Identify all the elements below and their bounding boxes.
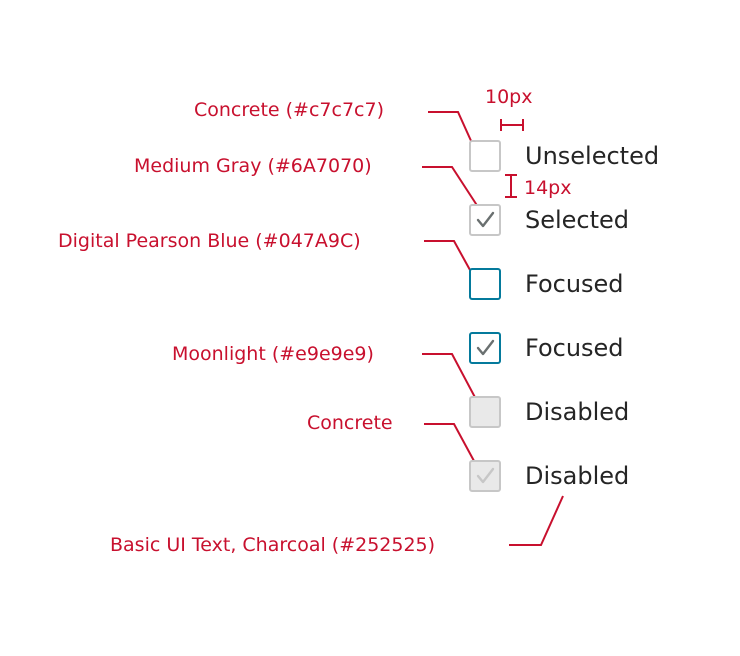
checkbox-label-focused-selected: Focused (525, 334, 624, 362)
annotation-concrete-hex: Concrete (#c7c7c7) (194, 99, 384, 121)
annotation-pearson-blue: Digital Pearson Blue (#047A9C) (58, 230, 361, 252)
checkbox-label-selected: Selected (525, 206, 630, 234)
checkbox-selected[interactable] (469, 204, 501, 236)
checkbox-label-unselected: Unselected (525, 142, 660, 170)
checkbox-disabled-selected (469, 460, 501, 492)
checkmark-icon (476, 211, 495, 228)
checkbox-label-disabled: Disabled (525, 398, 630, 426)
checkbox-label-focused: Focused (525, 270, 624, 298)
checkmark-icon (476, 467, 495, 484)
checkmark-icon (476, 339, 495, 356)
annotation-moonlight: Moonlight (#e9e9e9) (172, 343, 374, 365)
annotation-concrete: Concrete (307, 412, 393, 434)
checkbox-unselected[interactable] (469, 140, 501, 172)
checkbox-focused-selected[interactable] (469, 332, 501, 364)
vertical-spacing-label: 14px (524, 177, 572, 199)
annotation-charcoal: Basic UI Text, Charcoal (#252525) (110, 534, 436, 556)
checkbox-focused[interactable] (469, 268, 501, 300)
annotation-medium-gray: Medium Gray (#6A7070) (134, 155, 372, 177)
horizontal-spacing-label: 10px (485, 86, 533, 108)
checkbox-label-disabled-selected: Disabled (525, 462, 630, 490)
checkbox-disabled (469, 396, 501, 428)
